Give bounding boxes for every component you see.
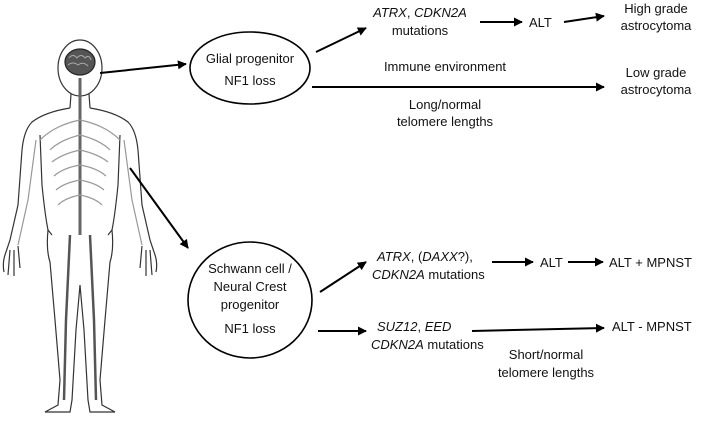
long-telomere-label-2: telomere lengths	[396, 114, 494, 129]
schwann-lower-mutations-line2: CDKN2A mutations	[371, 336, 484, 353]
arrow-schwann-to-upper-mutations	[319, 261, 367, 293]
gene-daxx: DAXX	[422, 249, 458, 264]
schwann-node-label-2: Neural Crest	[213, 279, 287, 294]
gene-cdkn2a: CDKN2A	[372, 267, 425, 282]
schwann-upper-mutations-line1: ATRX, (DAXX?),	[377, 248, 473, 265]
high-grade-label-2: astrocytoma	[620, 18, 692, 33]
gene-cdkn2a: CDKN2A	[371, 337, 424, 352]
arrow-brain-to-glial	[99, 60, 187, 74]
immune-environment-label: Immune environment	[383, 59, 507, 74]
schwann-alt-label: ALT	[540, 255, 563, 270]
schwann-node-label-3: progenitor	[220, 297, 280, 312]
gene-separator-2: ?),	[457, 249, 473, 264]
high-grade-label-1: High grade	[624, 1, 688, 16]
gene-atrx: ATRX	[373, 5, 407, 20]
brain-icon	[64, 48, 96, 76]
arrow-glial-to-mutations	[315, 27, 367, 53]
glial-mutations-suffix: mutations	[391, 23, 449, 38]
low-grade-label-2: astrocytoma	[620, 82, 692, 97]
schwann-node-label-1: Schwann cell /	[208, 261, 292, 276]
gene-eed: EED	[424, 319, 452, 334]
glial-node-label-2: NF1 loss	[224, 73, 276, 88]
alt-plus-mpnst-label: ALT + MPNST	[609, 255, 692, 270]
schwann-progenitor-node	[187, 241, 313, 359]
gene-separator: ,	[406, 5, 415, 20]
arrow-body-to-schwann	[129, 167, 189, 249]
schwann-node-label-4: NF1 loss	[224, 321, 276, 336]
gene-separator: , (	[410, 249, 423, 264]
glial-alt-label: ALT	[529, 15, 552, 30]
mutations-suffix: mutations	[424, 267, 485, 282]
gene-separator: ,	[417, 319, 425, 334]
glial-progenitor-node	[189, 31, 311, 105]
schwann-lower-mutations-line1: SUZ12, EED	[377, 318, 451, 335]
mutations-suffix: mutations	[423, 337, 484, 352]
alt-minus-mpnst-label: ALT - MPNST	[612, 319, 692, 334]
glial-node-label-1: Glial progenitor	[205, 51, 295, 66]
arrow-alt-to-high-grade	[563, 12, 605, 23]
gene-atrx: ATRX	[377, 249, 411, 264]
short-telomere-label-1: Short/normal	[508, 347, 584, 362]
long-telomere-label-1: Long/normal	[408, 97, 482, 112]
gene-cdkn2a: CDKN2A	[414, 5, 467, 20]
arrow-lower-mutations-to-alt-minus	[471, 323, 605, 333]
short-telomere-label-2: telomere lengths	[497, 365, 595, 380]
human-nervous-system-icon	[2, 39, 158, 413]
glial-mutations-genes: ATRX, CDKN2A	[360, 4, 480, 21]
schwann-upper-mutations-line2: CDKN2A mutations	[372, 266, 485, 283]
gene-suz12: SUZ12	[377, 319, 418, 334]
low-grade-label-1: Low grade	[625, 65, 687, 80]
